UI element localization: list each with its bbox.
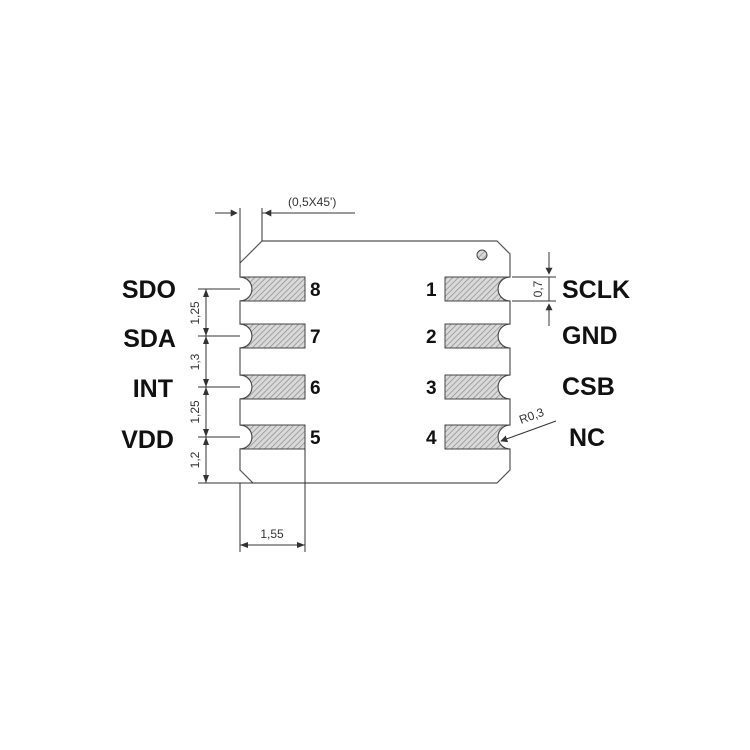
pin-number-3: 3 bbox=[426, 378, 437, 399]
left-dimension-chain bbox=[198, 288, 253, 484]
dim-pad-width: 0,7 bbox=[531, 280, 545, 297]
pin-number-5: 5 bbox=[310, 428, 321, 449]
signal-label-sda: SDA bbox=[123, 325, 176, 353]
pad-5 bbox=[239, 424, 306, 450]
pad-4 bbox=[444, 424, 511, 450]
pad-6 bbox=[239, 374, 306, 400]
dim-edge-5: 1,2 bbox=[188, 451, 202, 468]
signal-label-csb: CSB bbox=[562, 373, 615, 401]
pad-1 bbox=[444, 276, 511, 302]
signal-label-int: INT bbox=[133, 375, 173, 403]
pin-number-7: 7 bbox=[310, 327, 321, 348]
dim-pitch-6-5: 1,25 bbox=[188, 400, 202, 424]
dim-pitch-8-7: 1,25 bbox=[188, 301, 202, 325]
signal-label-sdo: SDO bbox=[122, 276, 176, 304]
pad-8 bbox=[239, 276, 306, 302]
pin-number-1: 1 bbox=[426, 280, 437, 301]
dim-pad-radius: R0,3 bbox=[517, 405, 546, 427]
pad-3 bbox=[444, 374, 511, 400]
pin-number-4: 4 bbox=[426, 428, 437, 449]
dim-pitch-7-6: 1,3 bbox=[188, 353, 202, 370]
pin1-marker bbox=[476, 249, 488, 261]
signal-label-nc: NC bbox=[569, 424, 605, 452]
chamfer-dimension bbox=[215, 208, 355, 263]
dim-chamfer: (0,5X45') bbox=[288, 195, 336, 209]
pad-7 bbox=[239, 323, 306, 349]
signal-label-gnd: GND bbox=[562, 322, 618, 350]
pin-number-8: 8 bbox=[310, 280, 321, 301]
signal-label-vdd: VDD bbox=[121, 426, 174, 454]
pad-width-dimension bbox=[512, 252, 556, 326]
pin-number-6: 6 bbox=[310, 378, 321, 399]
pin-number-2: 2 bbox=[426, 327, 437, 348]
dim-pad-length: 1,55 bbox=[260, 527, 284, 541]
pad-2 bbox=[444, 323, 511, 349]
radius-leader bbox=[500, 420, 557, 443]
pad-length-dimension bbox=[239, 449, 306, 552]
signal-label-sclk: SCLK bbox=[562, 276, 630, 304]
